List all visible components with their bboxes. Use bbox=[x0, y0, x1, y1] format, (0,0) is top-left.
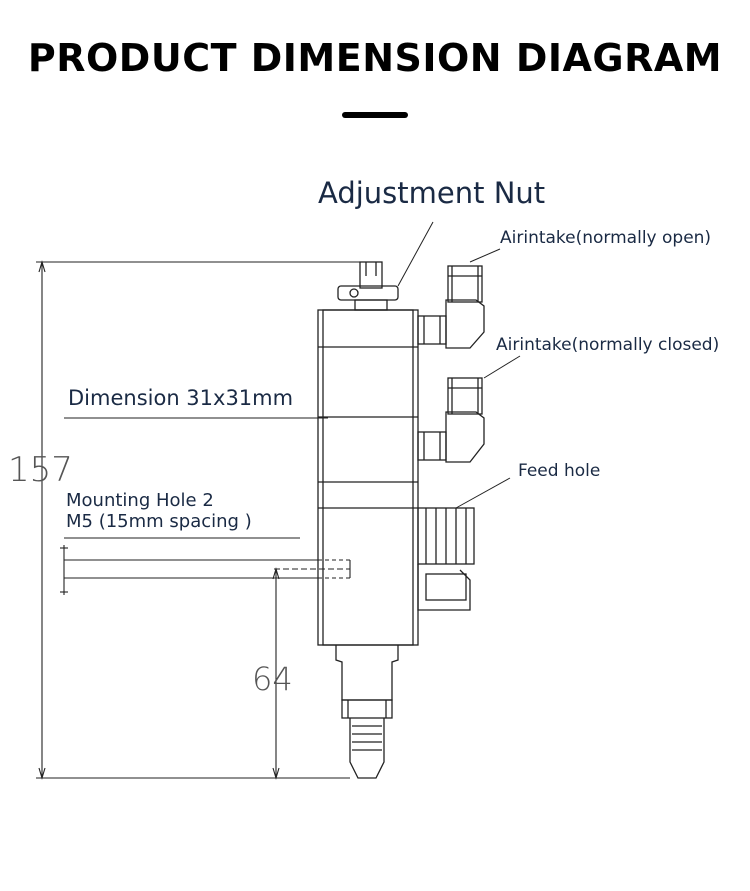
adjustment-nut-leader bbox=[397, 221, 434, 287]
adjustment-nut bbox=[337, 261, 399, 311]
mounting-hole bbox=[60, 537, 351, 595]
air-fitting-closed bbox=[417, 377, 485, 463]
adjustment-nut-label: Adjustment Nut bbox=[318, 176, 546, 210]
dimension-157-value: 157 bbox=[8, 450, 73, 490]
airintake-closed-leader bbox=[483, 355, 521, 379]
mounting-hole-label-line1: Mounting Hole 2 bbox=[66, 490, 214, 511]
dimension-64-lines bbox=[272, 567, 280, 780]
airintake-open-leader bbox=[469, 248, 501, 263]
dimension-64-value: 64 bbox=[252, 660, 293, 698]
dimension-157-lines bbox=[36, 260, 360, 780]
mounting-hole-label-line2: M5 (15mm spacing ) bbox=[66, 511, 252, 532]
page-title: PRODUCT DIMENSION DIAGRAM bbox=[27, 36, 723, 80]
airintake-open-label: Airintake(normally open) bbox=[500, 228, 712, 248]
feed-hole-fitting bbox=[417, 507, 475, 611]
valve-body bbox=[317, 309, 419, 646]
air-fitting-open bbox=[417, 265, 485, 349]
feed-hole-label: Feed hole bbox=[518, 461, 601, 481]
title-underline bbox=[342, 112, 408, 118]
dimension-label: Dimension 31x31mm bbox=[68, 386, 294, 410]
nozzle bbox=[335, 645, 399, 779]
feed-hole-leader bbox=[455, 477, 511, 509]
airintake-closed-label: Airintake(normally closed) bbox=[496, 335, 720, 355]
